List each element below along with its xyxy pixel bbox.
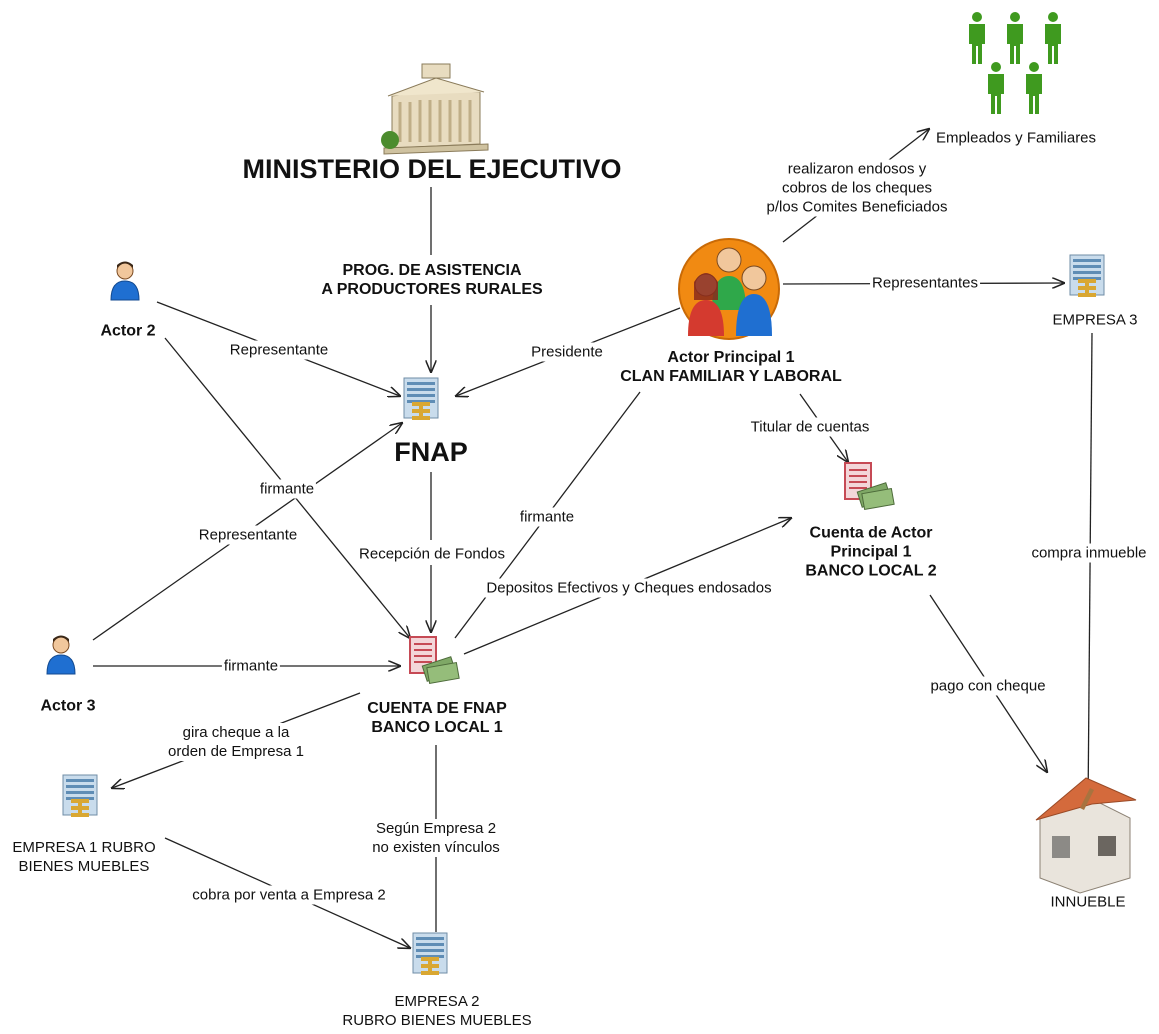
edge-label-actor3-representante: Representante <box>196 525 300 545</box>
cuenta-actor-label: Cuenta de Actor Principal 1 BANCO LOCAL … <box>805 524 937 580</box>
edge-label-actor2-representante: Representante <box>227 340 331 360</box>
edge-label-presidente: Presidente <box>529 342 605 362</box>
person-icon <box>46 635 76 675</box>
person-icon <box>110 261 140 301</box>
edge-label-recepcion: Recepción de Fondos <box>357 544 507 564</box>
edge-label-compra: compra inmueble <box>1029 543 1149 563</box>
people-group-icon <box>969 12 1061 114</box>
house-icon <box>1035 777 1137 894</box>
edge-label-principal-firmante: firmante <box>517 507 577 527</box>
edge-label-representantes: Representantes <box>870 273 980 293</box>
edge-label-actor2-firmante: firmante <box>257 479 317 499</box>
company-building-icon <box>411 931 449 975</box>
empleados-label: Empleados y Familiares <box>935 129 1097 147</box>
edge-label-titular: Titular de cuentas <box>748 417 872 437</box>
fnap-label: FNAP <box>394 437 468 467</box>
actor2-label: Actor 2 <box>100 322 156 340</box>
edge-label-pago: pago con cheque <box>928 676 1048 696</box>
family-group-icon <box>678 238 780 340</box>
bank-account-icon <box>409 636 461 685</box>
company-building-icon <box>402 376 440 420</box>
edge-label-actor3-firmante: firmante <box>221 656 281 676</box>
empresa3-label: EMPRESA 3 <box>1052 311 1138 329</box>
cuenta-fnap-label: CUENTA DE FNAP BANCO LOCAL 1 <box>367 700 507 736</box>
edge-label-endosos: realizaron endosos y cobros de los chequ… <box>764 159 950 217</box>
empresa2-label: EMPRESA 2 RUBRO BIENES MUEBLES <box>342 993 532 1029</box>
inmueble-label: INNUEBLE <box>1050 893 1126 911</box>
edge-label-depositos: Depositos Efectivos y Cheques endosados <box>484 578 774 598</box>
company-building-icon <box>61 773 99 817</box>
edge-label-cobra: cobra por venta a Empresa 2 <box>190 885 388 905</box>
actor-principal-label: Actor Principal 1 CLAN FAMILIAR Y LABORA… <box>620 349 842 385</box>
edge-label-gira: gira cheque a la orden de Empresa 1 <box>166 723 306 761</box>
edge-label-segun: Según Empresa 2 no existen vínculos <box>370 819 502 857</box>
government-building-icon <box>381 63 489 155</box>
company-building-icon <box>1068 253 1106 297</box>
empresa1-label: EMPRESA 1 RUBRO BIENES MUEBLES <box>12 839 156 875</box>
ministry-label: MINISTERIO DEL EJECUTIVO <box>242 154 622 184</box>
bank-account-icon <box>844 462 896 511</box>
actor3-label: Actor 3 <box>40 697 96 715</box>
program-label: PROG. DE ASISTENCIA A PRODUCTORES RURALE… <box>319 261 545 299</box>
